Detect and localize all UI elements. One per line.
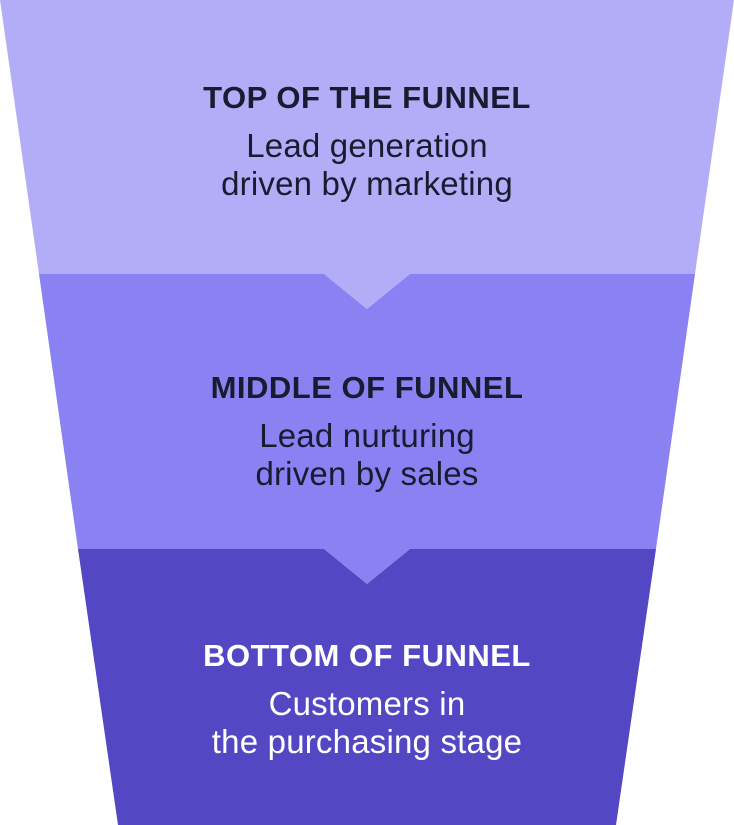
stage-bottom-heading: BOTTOM OF FUNNEL: [203, 638, 531, 673]
stage-middle-description: Lead nurturing driven by sales: [0, 417, 734, 493]
funnel-stage-top-text: TOP OF THE FUNNEL Lead generation driven…: [0, 79, 734, 203]
stage-top-heading: TOP OF THE FUNNEL: [203, 80, 531, 115]
funnel-stage-middle-text: MIDDLE OF FUNNEL Lead nurturing driven b…: [0, 369, 734, 493]
funnel-stage-bottom-text: BOTTOM OF FUNNEL Customers in the purcha…: [0, 637, 734, 761]
stage-middle-description-line-2: driven by sales: [255, 455, 479, 492]
stage-top-description-line-2: driven by marketing: [221, 165, 513, 202]
stage-middle-heading: MIDDLE OF FUNNEL: [210, 370, 524, 405]
stage-bottom-description-line-1: Customers in: [268, 685, 466, 722]
stage-bottom-description: Customers in the purchasing stage: [0, 685, 734, 761]
stage-bottom-description-line-2: the purchasing stage: [211, 723, 523, 760]
stage-top-description: Lead generation driven by marketing: [0, 127, 734, 203]
stage-top-description-line-1: Lead generation: [246, 127, 488, 164]
stage-middle-description-line-1: Lead nurturing: [259, 417, 475, 454]
